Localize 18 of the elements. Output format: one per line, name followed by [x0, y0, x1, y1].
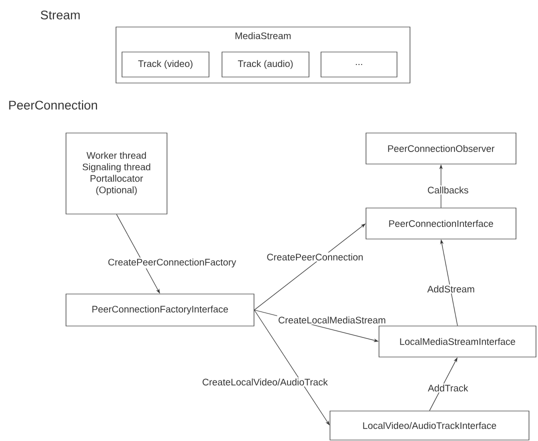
component-box: Worker thread Signaling thread Portallocator (Optional)	[66, 132, 168, 214]
box: PeerConnectionInterface	[366, 208, 516, 240]
box: PeerConnectionObserver	[366, 132, 516, 164]
box: Track (audio)	[222, 52, 310, 78]
edge-label: CreateLocalVideo/AudioTrack	[201, 378, 329, 386]
box: ...	[320, 52, 398, 78]
section-heading: Stream	[40, 10, 80, 20]
edge-label: CreatePeerConnectionFactory	[106, 258, 238, 268]
edge-label: AddTrack	[426, 384, 470, 392]
box: PeerConnectionFactoryInterface	[66, 294, 254, 326]
edge-label: CreateLocalMediaStream	[277, 316, 387, 324]
edge-label: Callbacks	[426, 186, 470, 194]
edge-label: CreatePeerConnection	[266, 252, 364, 262]
box: LocalMediaStreamInterface	[378, 326, 536, 358]
box: LocalVideo/AudioTrackInterface	[330, 410, 530, 440]
section-heading: PeerConnection	[9, 100, 97, 110]
box: Track (video)	[122, 52, 210, 78]
edge-label: AddStream	[426, 284, 476, 294]
